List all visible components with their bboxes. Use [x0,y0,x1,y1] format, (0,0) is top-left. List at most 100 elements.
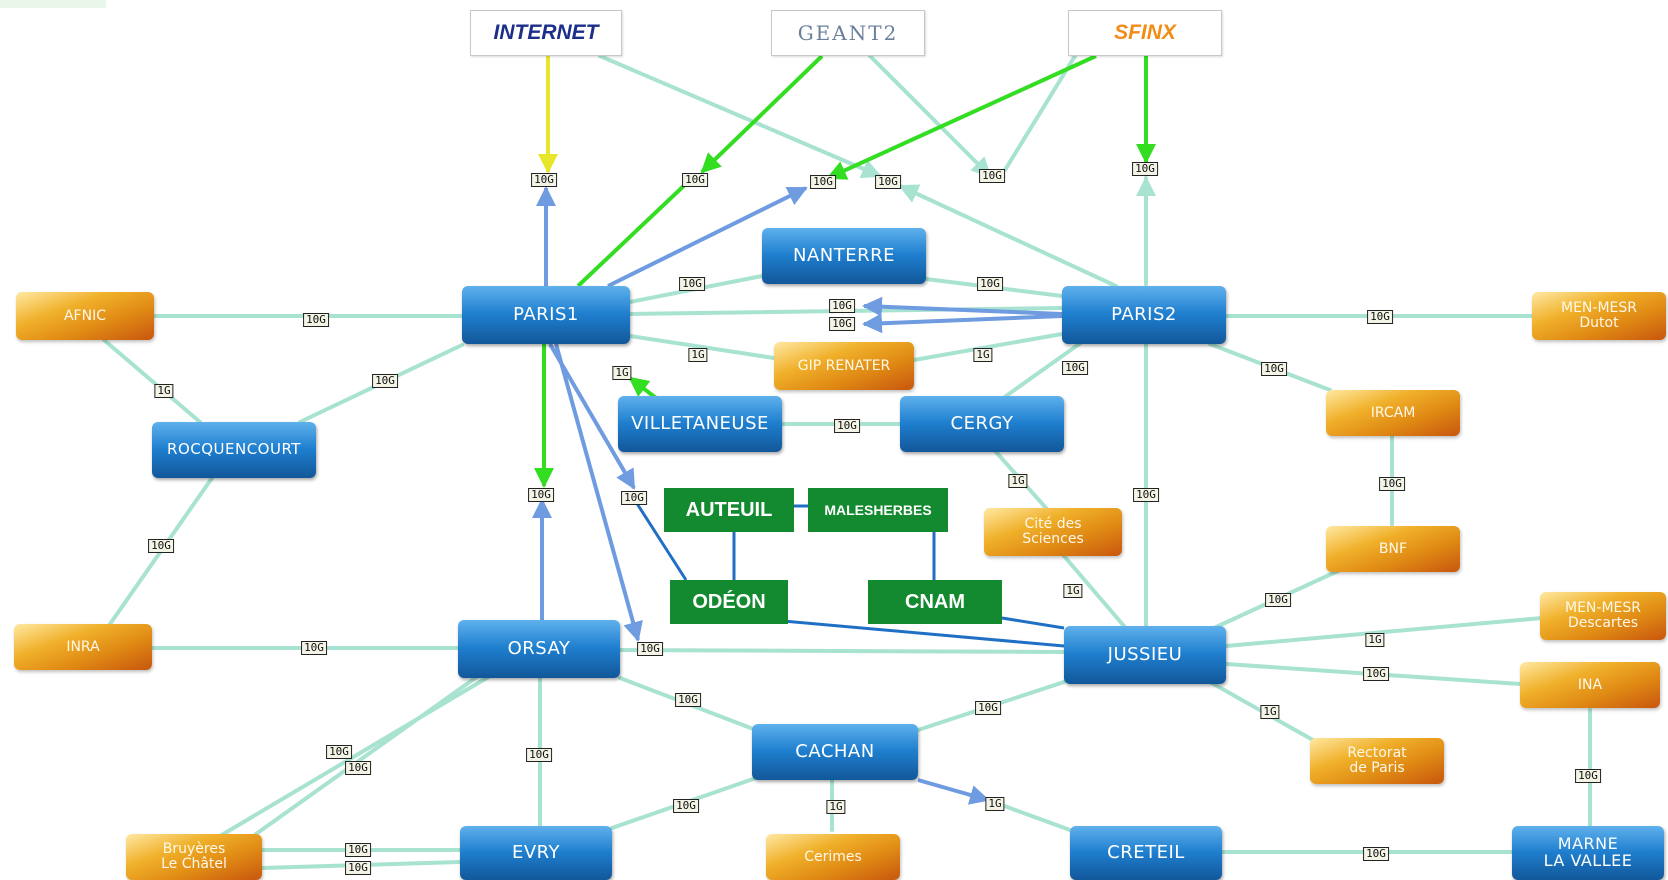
node-nanterre[interactable]: NANTERRE [762,228,926,284]
link-label: 10G [301,641,327,655]
node-paris2[interactable]: PARIS2 [1062,286,1226,344]
link-label: 1G [154,384,174,398]
link-label: 10G [829,317,855,331]
link-label: 10G [1132,162,1158,176]
link-geant-nanterre [598,54,882,179]
node-cachan[interactable]: CACHAN [752,724,918,780]
link-paris1-nanterre-up [607,186,808,288]
node-men-mesr-descartes[interactable]: MEN-MESR Descartes [1540,592,1666,640]
link-label: 10G [326,745,352,759]
link-paris1-gip [628,334,776,360]
link-orsay-bruyeres-b [254,674,480,836]
link-sfinx-paris1 [826,54,1097,180]
link-orsay-bruyeres-a [218,674,492,838]
link-label: 1G [1063,584,1083,598]
link-paris2-cergy [1004,340,1084,398]
node-marne-la-vallee[interactable]: MARNE LA VALLEE [1512,826,1664,880]
link-paris2-paris1-b [862,313,1063,334]
link-label: 10G [1363,667,1389,681]
link-label: 10G [372,374,398,388]
link-label: 10G [1265,593,1291,607]
link-odeon-jussieu [749,616,1065,648]
link-label: 10G [1133,488,1159,502]
link-label: 10G [675,693,701,707]
node-orsay[interactable]: ORSAY [458,620,620,678]
corner-marker [0,0,106,8]
node-gip-renater[interactable]: GIP RENATER [774,342,914,390]
node-afnic[interactable]: AFNIC [16,292,154,340]
link-paris2-nanterre-top [898,184,1118,288]
link-label: 10G [345,861,371,875]
link-label: 10G [682,173,708,187]
node-men-mesr-dutot[interactable]: MEN-MESR Dutot [1532,292,1666,340]
node-bruyeres-le-chatel[interactable]: Bruyères Le Châtel [126,834,262,880]
link-label: 10G [148,539,174,553]
link-label: 10G [621,491,647,505]
link-label: 10G [637,642,663,656]
link-villetaneuse-paris1 [628,376,658,400]
link-label: 1G [688,348,708,362]
link-label: 1G [1260,705,1280,719]
link-paris2-gip [912,332,1064,362]
node-cnam[interactable]: CNAM [868,580,1002,624]
link-sfinx-paris2 [1003,54,1077,172]
node-rectorat-de-paris[interactable]: Rectorat de Paris [1310,738,1444,784]
node-ina[interactable]: INA [1520,662,1660,708]
link-cite-jussieu [1062,554,1126,628]
node-cite-des-sciences[interactable]: Cité des Sciences [984,508,1122,556]
node-geant2[interactable]: GEANT2 [771,10,925,56]
link-label: 10G [673,799,699,813]
node-jussieu[interactable]: JUSSIEU [1064,626,1226,684]
link-label: 10G [829,299,855,313]
node-bnf[interactable]: BNF [1326,526,1460,572]
link-label: 10G [1261,362,1287,376]
link-label: 10G [526,748,552,762]
node-sfinx[interactable]: SFINX [1068,10,1222,56]
link-paris1-jussieu-blue [554,343,643,642]
link-label: 10G [979,169,1005,183]
link-jussieu-descartes [1224,616,1544,648]
link-label: 10G [834,419,860,433]
link-label: 1G [1365,633,1385,647]
link-label: 1G [973,348,993,362]
link-label: 10G [875,175,901,189]
node-paris1[interactable]: PARIS1 [462,286,630,344]
node-villetaneuse[interactable]: VILLETANEUSE [618,396,782,452]
node-rocquencourt[interactable]: ROCQUENCOURT [152,422,316,478]
link-cnam-jussieu [1001,616,1065,630]
node-odeon[interactable]: ODÉON [670,580,788,624]
node-cergy[interactable]: CERGY [900,396,1064,452]
link-geant-paris1 [700,54,824,174]
link-label: 10G [1363,847,1389,861]
link-label: 10G [1575,769,1601,783]
node-auteuil[interactable]: AUTEUIL [664,488,794,532]
node-ircam[interactable]: IRCAM [1326,390,1460,436]
link-label: 10G [975,701,1001,715]
link-orsay-jussieu [618,648,1066,654]
link-label: 10G [303,313,329,327]
link-label: 10G [977,277,1003,291]
link-paris1-geant-up [576,178,692,288]
link-label: 10G [345,761,371,775]
link-odeon-label [634,501,688,581]
link-label: 10G [810,175,836,189]
node-cerimes[interactable]: Cerimes [766,834,900,880]
link-label: 1G [985,797,1005,811]
link-afnic-rocq [102,338,202,424]
link-geant-paris2 [868,54,992,178]
link-label: 10G [1379,477,1405,491]
link-label: 1G [826,800,846,814]
link-label: 10G [1367,310,1393,324]
link-cachan-creteil [917,778,990,805]
node-creteil[interactable]: CRETEIL [1070,826,1222,880]
link-label: 10G [528,488,554,502]
node-evry[interactable]: EVRY [460,826,612,880]
link-label: 10G [531,173,557,187]
node-malesherbes[interactable]: MALESHERBES [808,488,948,532]
node-inra[interactable]: INRA [14,624,152,670]
link-label: 10G [345,843,371,857]
link-label: 10G [679,277,705,291]
node-internet[interactable]: INTERNET [470,10,622,56]
link-label: 10G [1062,361,1088,375]
link-label: 1G [1008,474,1028,488]
